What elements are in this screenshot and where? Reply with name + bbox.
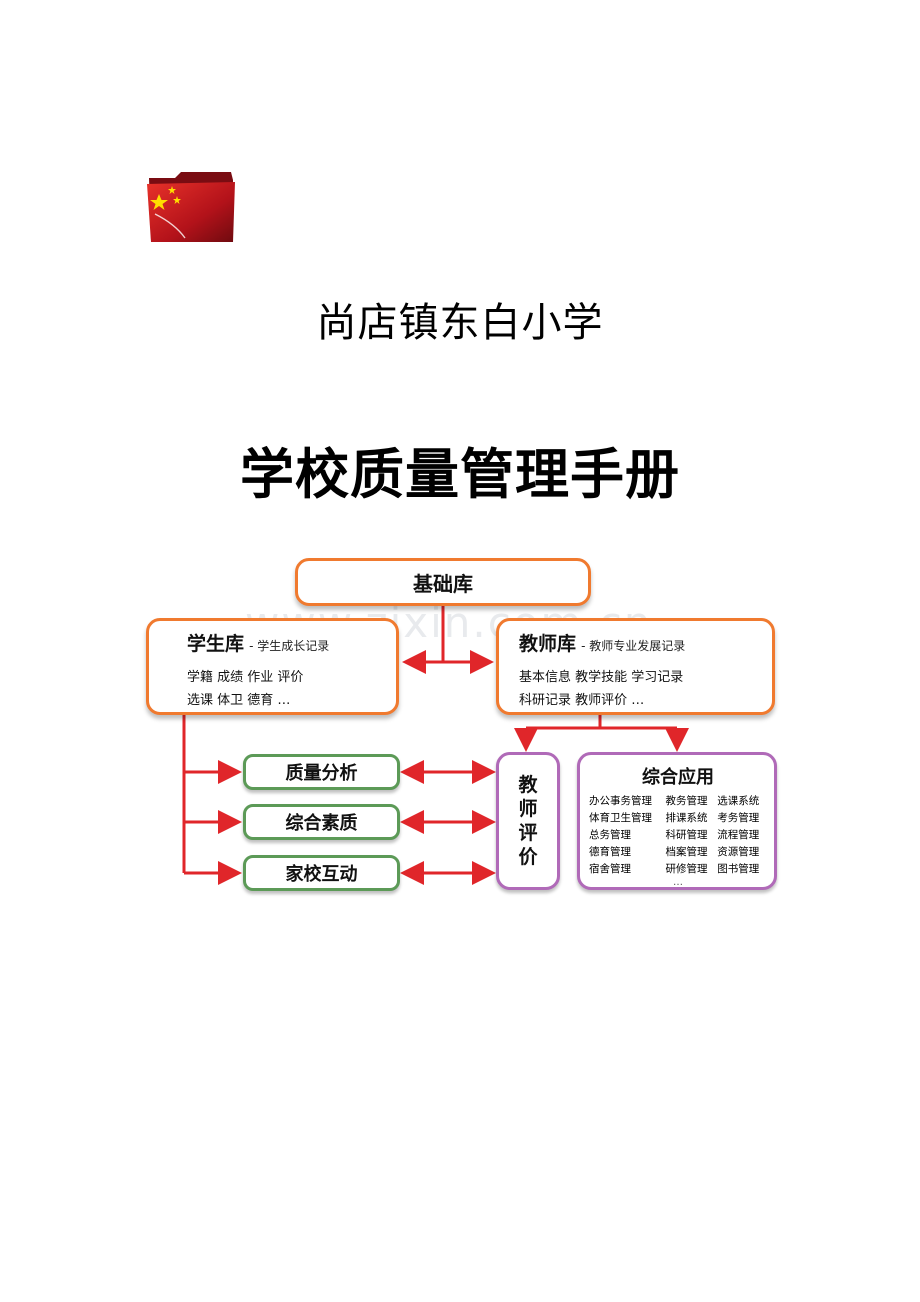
base-library-box: 基础库 xyxy=(295,558,591,606)
teacher-eval-char-4: 价 xyxy=(518,846,538,868)
app-item: 研修管理 xyxy=(665,863,708,875)
teacher-eval-char-2: 师 xyxy=(518,798,538,820)
app-item: 流程管理 xyxy=(717,829,760,841)
table-row: 办公事务管理 教务管理 选课系统 xyxy=(588,793,768,810)
quality-analysis-box: 质量分析 xyxy=(243,754,400,790)
app-item: 档案管理 xyxy=(665,846,708,858)
teacher-items-line1: 基本信息 教学技能 学习记录 xyxy=(519,670,684,685)
applications-title: 综合应用 xyxy=(642,767,714,788)
app-item: 德育管理 xyxy=(589,846,631,858)
teacher-items-line2: 科研记录 教师评价 … xyxy=(519,693,645,708)
student-library-title: 学生库 xyxy=(187,633,245,655)
teacher-library-box: 教师库 - 教师专业发展记录 基本信息 教学技能 学习记录 科研记录 教师评价 … xyxy=(496,618,775,715)
student-library-box: 学生库 - 学生成长记录 学籍 成绩 作业 评价 选课 体卫 德育 … xyxy=(146,618,399,715)
table-row: 宿舍管理 研修管理 图书管理 xyxy=(588,861,768,878)
teacher-eval-char-1: 教 xyxy=(518,774,538,796)
student-items-line1: 学籍 成绩 作业 评价 xyxy=(187,670,304,685)
flag-folder-logo xyxy=(145,168,237,244)
connector-arrows xyxy=(182,606,689,885)
app-item: 图书管理 xyxy=(717,863,760,875)
table-row: 德育管理 档案管理 资源管理 xyxy=(588,844,768,861)
school-name: 尚店镇东白小学 xyxy=(316,300,604,346)
app-item: 总务管理 xyxy=(589,829,631,841)
app-item: 选课系统 xyxy=(717,795,760,807)
quality-analysis-label: 质量分析 xyxy=(285,763,358,784)
app-item: 办公事务管理 xyxy=(589,795,652,807)
management-diagram: 基础库 学生库 - 学生成长记录 学籍 成绩 作业 评价 选课 体卫 德育 … … xyxy=(140,550,780,895)
app-item: 教务管理 xyxy=(665,795,708,807)
table-row: 体育卫生管理 排课系统 考务管理 xyxy=(588,810,768,827)
applications-box: 综合应用 办公事务管理 教务管理 选课系统 体育卫生管理 排课系统 考务管理 总… xyxy=(577,752,777,890)
comprehensive-quality-label: 综合素质 xyxy=(285,813,358,834)
comprehensive-quality-box: 综合素质 xyxy=(243,804,400,840)
teacher-library-subtitle: - 教师专业发展记录 xyxy=(581,639,686,653)
app-item: 宿舍管理 xyxy=(589,863,631,875)
app-item: 资源管理 xyxy=(717,846,760,858)
table-row: 总务管理 科研管理 流程管理 xyxy=(588,827,768,844)
teacher-eval-char-3: 评 xyxy=(518,822,538,844)
document-title: 学校质量管理手册 xyxy=(240,442,680,506)
app-item: 排课系统 xyxy=(665,812,708,824)
student-library-subtitle: - 学生成长记录 xyxy=(249,639,330,653)
home-school-label: 家校互动 xyxy=(285,864,358,885)
applications-more: … xyxy=(673,877,683,888)
home-school-box: 家校互动 xyxy=(243,855,400,891)
teacher-eval-box: 教 师 评 价 xyxy=(496,752,560,890)
app-item: 体育卫生管理 xyxy=(589,812,652,824)
applications-table: 办公事务管理 教务管理 选课系统 体育卫生管理 排课系统 考务管理 总务管理 科… xyxy=(588,793,768,878)
student-items-line2: 选课 体卫 德育 … xyxy=(187,693,291,708)
app-item: 科研管理 xyxy=(665,829,708,841)
teacher-library-title: 教师库 xyxy=(519,633,577,655)
app-item: 考务管理 xyxy=(717,812,760,824)
base-library-title: 基础库 xyxy=(413,571,473,596)
